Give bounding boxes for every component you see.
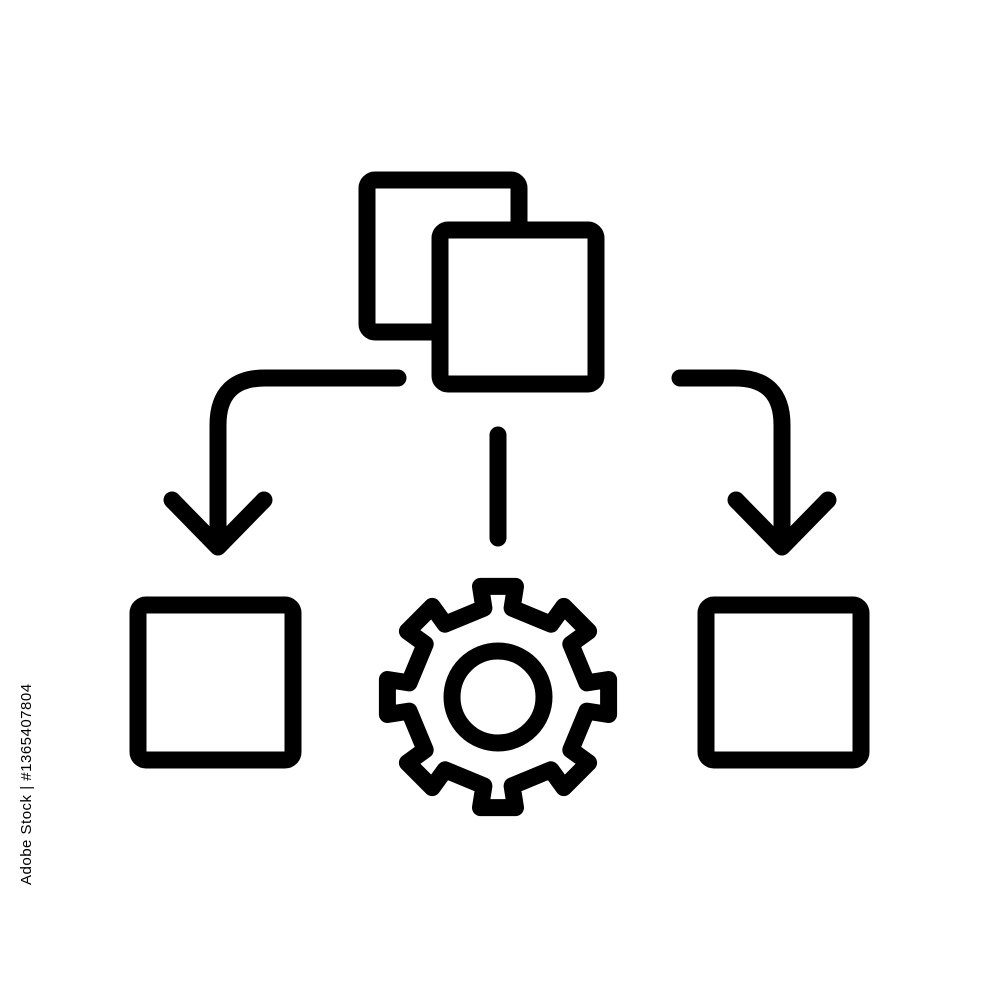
watermark-side-text: Adobe Stock | #1365407804 [18, 683, 35, 885]
gear-icon [378, 577, 618, 817]
gear-outline [378, 577, 618, 817]
right-arrow-line [671, 369, 791, 554]
gear-hub [443, 642, 553, 752]
source-front-fill [440, 230, 596, 384]
left-arrow-line [209, 369, 407, 554]
right-output-square [697, 596, 870, 769]
left-arrow-head [163, 491, 273, 556]
source-front-square [431, 221, 605, 393]
right-arrow-head [727, 491, 837, 556]
left-output-square [129, 596, 302, 769]
